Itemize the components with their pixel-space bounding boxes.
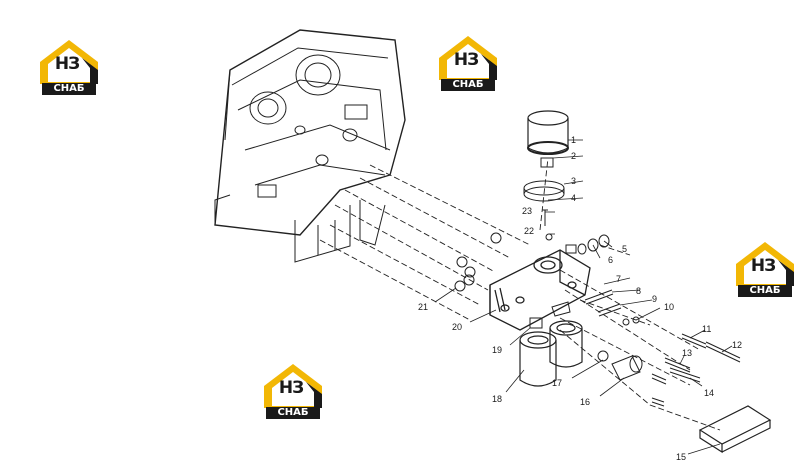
callout-23: 23 [522, 206, 532, 216]
callout-6: 6 [608, 255, 613, 265]
alignment-lines [319, 157, 721, 431]
house-logo-icon [736, 242, 794, 286]
callout-2: 2 [571, 151, 576, 161]
callout-13: 13 [682, 348, 692, 358]
brand-logo-watermark: НЗ СНАБ [734, 240, 796, 298]
part-1-filter [527, 110, 569, 155]
callout-19: 19 [492, 345, 502, 355]
house-logo-icon [40, 40, 98, 84]
callout-15: 15 [676, 452, 686, 462]
callout-17: 17 [552, 378, 562, 388]
parts-7-10-bolts [551, 289, 640, 326]
house-logo-icon [439, 36, 497, 80]
leader-lines [434, 139, 733, 455]
callout-9: 9 [652, 294, 657, 304]
part-3-ring [523, 180, 565, 202]
logo-subtitle-text: СНАБ [738, 285, 792, 297]
callout-10: 10 [664, 302, 674, 312]
callout-3: 3 [571, 176, 576, 186]
part-17-ring [597, 350, 609, 362]
house-logo-icon [264, 364, 322, 408]
callout-4: 4 [571, 193, 576, 203]
logo-subtitle-text: СНАБ [42, 83, 96, 95]
brand-logo-watermark: НЗ СНАБ [38, 38, 100, 96]
logo-brand-text: НЗ [453, 50, 479, 70]
callout-20: 20 [452, 322, 462, 332]
part-23-pin [542, 209, 548, 226]
part-2-nipple [540, 157, 554, 168]
part-22-plug [545, 233, 553, 241]
logo-brand-text: НЗ [54, 54, 80, 74]
part-16-valve [611, 355, 643, 381]
callout-18: 18 [492, 394, 502, 404]
o-rings [454, 232, 502, 292]
logo-subtitle-text: СНАБ [441, 79, 495, 91]
part-15-tray [698, 405, 772, 454]
part-5-6-fittings [565, 234, 610, 255]
callout-12: 12 [732, 340, 742, 350]
callout-1: 1 [571, 135, 576, 145]
callout-7: 7 [616, 274, 621, 284]
callout-5: 5 [622, 244, 627, 254]
engine-block [214, 29, 406, 263]
callout-22: 22 [524, 226, 534, 236]
logo-subtitle-text: СНАБ [266, 407, 320, 419]
logo-brand-text: НЗ [750, 256, 776, 276]
logo-brand-text: НЗ [278, 378, 304, 398]
brand-logo-watermark: НЗ СНАБ [437, 34, 499, 92]
callout-16: 16 [580, 397, 590, 407]
filter-housing [489, 249, 591, 331]
callout-11: 11 [702, 324, 711, 334]
part-19-adapter [529, 317, 543, 329]
callout-14: 14 [704, 388, 714, 398]
callout-21: 21 [418, 302, 428, 312]
callout-8: 8 [636, 286, 641, 296]
parts-11-14-bolts [651, 333, 741, 407]
brand-logo-watermark: НЗ СНАБ [262, 362, 324, 420]
part-18-filters [519, 320, 583, 387]
